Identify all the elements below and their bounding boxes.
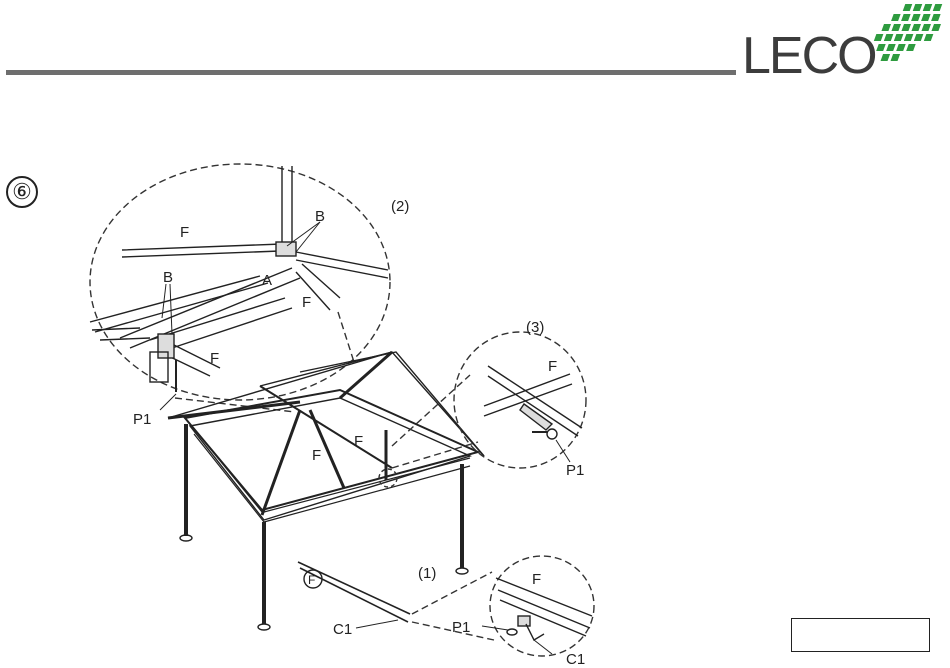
label-c1-d1: C1 <box>566 651 585 668</box>
label-f-main-left: F <box>312 447 321 464</box>
detail-3-leader-2 <box>392 375 470 446</box>
label-f-circle: F <box>308 573 315 587</box>
label-f-d2-top: F <box>180 224 189 241</box>
label-a: A <box>262 272 272 289</box>
label-f-d2-bottom: F <box>210 350 219 367</box>
detail-3-tag: (3) <box>526 319 544 336</box>
detail-1-tag: (1) <box>418 565 436 582</box>
pole-f <box>298 562 410 622</box>
detail-3-ellipse <box>454 332 586 468</box>
detail-2-contents <box>90 166 388 392</box>
label-b-left: B <box>163 269 173 286</box>
label-f-d3: F <box>548 358 557 375</box>
gazebo-frame <box>168 352 484 630</box>
label-f-d2-right: F <box>302 294 311 311</box>
label-f-d1: F <box>532 571 541 588</box>
page-number-box <box>791 618 930 652</box>
detail-3-contents <box>484 366 582 439</box>
detail-1-ellipse <box>490 556 594 656</box>
label-b-top: B <box>315 208 325 225</box>
detail-2-tag: (2) <box>391 198 409 215</box>
label-c1-pole: C1 <box>333 621 352 638</box>
detail-2-leader-2 <box>338 312 354 362</box>
label-f-main-right: F <box>354 433 363 450</box>
label-p1-d1: P1 <box>452 619 470 636</box>
label-p1-d2: P1 <box>133 411 151 428</box>
detail-1-contents <box>496 578 592 640</box>
label-p1-d3: P1 <box>566 462 584 479</box>
